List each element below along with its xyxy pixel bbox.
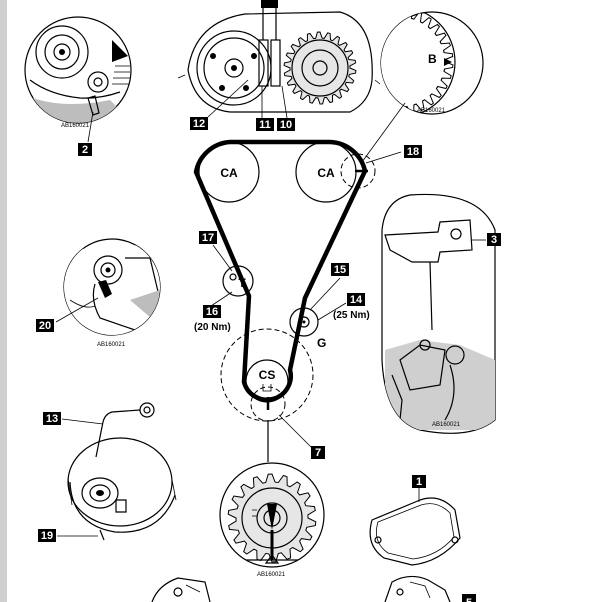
- detail-mid-left: AB160021: [55, 238, 161, 348]
- label-g: G: [317, 336, 326, 350]
- image-code-mid-right: AB160021: [432, 422, 461, 428]
- callout-16: 16: [203, 305, 221, 318]
- svg-text:19: 19: [41, 530, 53, 542]
- partial-part-bottom-left: [151, 577, 211, 602]
- camshaft-pulley-left: [198, 141, 260, 203]
- svg-text:12: 12: [193, 118, 205, 130]
- svg-text:13: 13: [46, 413, 58, 425]
- timing-mark-circle-cam: [340, 153, 376, 189]
- image-code-mid-left: AB160021: [97, 342, 126, 348]
- label-cs: CS: [259, 368, 276, 382]
- svg-text:15: 15: [334, 264, 346, 276]
- callout-15: 15: [331, 263, 349, 276]
- svg-text:10: 10: [280, 119, 292, 131]
- callout-12: 12: [190, 117, 208, 130]
- label-ca-left: CA: [220, 166, 238, 180]
- image-code-top-right: AB160021: [417, 108, 446, 114]
- timing-belt-layout: CA CA T G CS: [193, 139, 402, 462]
- detail-top-center: [177, 0, 381, 119]
- tensioner-pulley: [222, 265, 254, 297]
- callout-18: 18: [404, 145, 422, 158]
- svg-text:1: 1: [416, 476, 422, 488]
- timing-belt: [193, 139, 368, 403]
- svg-text:7: 7: [315, 447, 321, 459]
- torque-idler: (25 Nm): [333, 310, 370, 321]
- callout-14: 14: [347, 293, 365, 306]
- svg-text:17: 17: [202, 232, 214, 244]
- label-t: T: [238, 276, 246, 290]
- torque-tensioner: (20 Nm): [194, 322, 231, 333]
- callout-17: 17: [199, 231, 217, 244]
- callout-20: 20: [36, 319, 54, 332]
- callout-5: 5: [462, 594, 476, 602]
- svg-text:20: 20: [39, 320, 51, 332]
- page-margin-bar: [0, 0, 7, 602]
- callout-2: 2: [78, 143, 92, 156]
- svg-text:16: 16: [206, 306, 218, 318]
- callout-1: 1: [412, 475, 426, 488]
- detail-mid-right: AB160021: [381, 193, 496, 434]
- detail-tensioner-assembly: [57, 402, 177, 541]
- callout-3: 3: [487, 233, 501, 246]
- svg-text:5: 5: [466, 597, 472, 602]
- detail-top-right: B AB160021: [361, 11, 484, 163]
- image-code-top-left: AB160021: [61, 123, 90, 129]
- svg-text:18: 18: [407, 146, 419, 158]
- svg-text:2: 2: [82, 144, 88, 156]
- callout-13: 13: [43, 412, 61, 425]
- partial-part-bottom-right: [384, 575, 451, 602]
- callout-11: 11: [256, 118, 274, 131]
- detail-cover-gasket: [369, 488, 461, 566]
- label-ca-right: CA: [317, 166, 335, 180]
- callout-10: 10: [277, 118, 295, 131]
- image-code-bottom: AB160021: [257, 572, 286, 578]
- svg-text:11: 11: [259, 119, 271, 131]
- svg-text:14: 14: [350, 294, 363, 306]
- callout-7: 7: [311, 446, 325, 459]
- svg-text:3: 3: [491, 234, 497, 246]
- detail-crank-sprocket: AB160021: [219, 462, 325, 578]
- idler-pulley: [289, 307, 319, 337]
- callout-19: 19: [38, 529, 56, 542]
- detail-top-left: AB160021: [24, 16, 132, 143]
- label-b: B: [428, 52, 437, 66]
